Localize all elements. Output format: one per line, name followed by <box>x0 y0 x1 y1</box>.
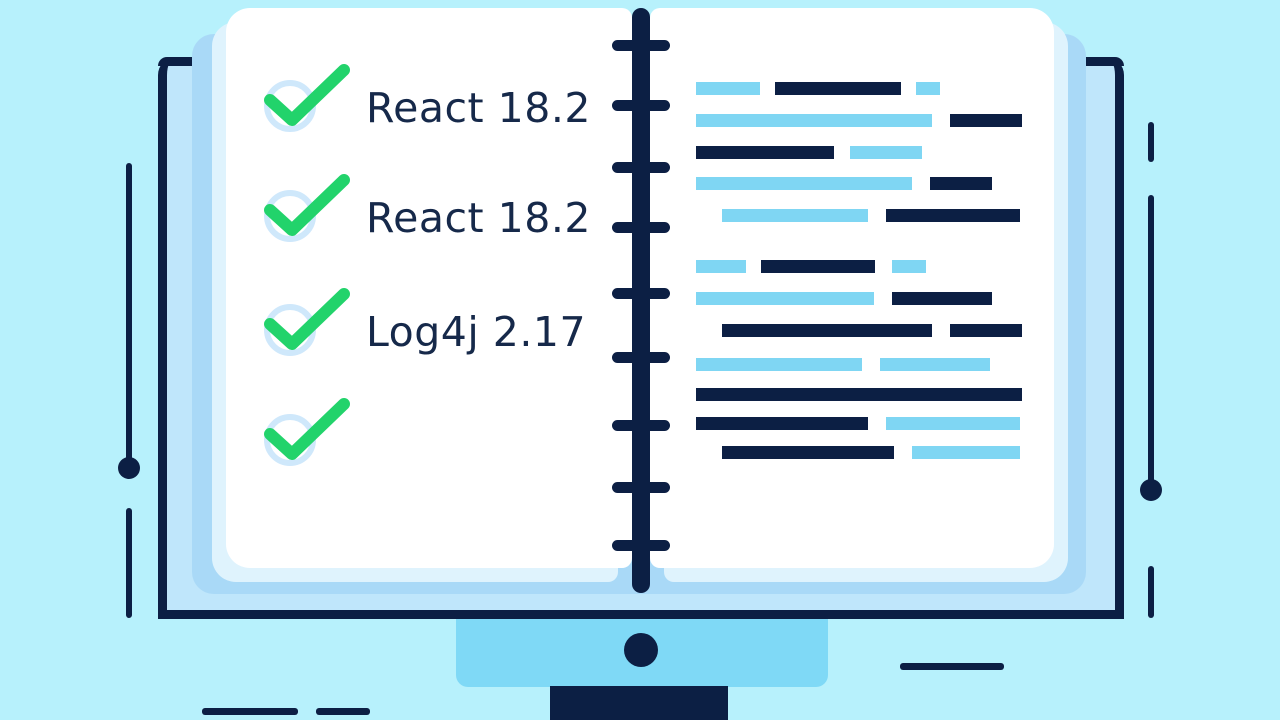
spiral-ring <box>612 222 670 233</box>
spiral-ring <box>612 162 670 173</box>
code-line-bar <box>696 388 1022 401</box>
checklist-label: React 18.2 <box>366 194 591 242</box>
code-line-bar <box>696 260 746 273</box>
code-line-bar <box>850 146 922 159</box>
spiral-ring <box>612 352 670 363</box>
checklist-item: Log4j 2.17 <box>258 286 618 376</box>
code-line-bar <box>950 324 1022 337</box>
check-icon <box>264 288 350 350</box>
code-line-bar <box>696 358 862 371</box>
check-icon <box>264 174 350 236</box>
code-line-bar <box>722 324 932 337</box>
monitor-power-dot <box>624 633 658 667</box>
spiral-ring <box>612 540 670 551</box>
code-line-bar <box>886 209 1020 222</box>
code-line-bar <box>916 82 940 95</box>
checklist-label: Log4j 2.17 <box>366 308 587 356</box>
deco-line-right-top <box>1148 122 1154 162</box>
check-icon <box>264 398 350 460</box>
spiral-ring <box>612 100 670 111</box>
spiral-ring <box>612 40 670 51</box>
deco-knob-left <box>118 457 140 479</box>
spiral-ring <box>612 420 670 431</box>
code-line-bar <box>892 260 926 273</box>
code-line-bar <box>930 177 992 190</box>
deco-line-right-bottom <box>1148 566 1154 618</box>
deco-line-right-mid <box>1148 195 1154 485</box>
code-line-bar <box>880 358 990 371</box>
code-line-bar <box>761 260 875 273</box>
code-line-bar <box>696 417 868 430</box>
check-icon <box>264 64 350 126</box>
code-line-bar <box>696 177 912 190</box>
deco-line-left-upper <box>126 163 132 463</box>
checklist-item <box>258 396 618 486</box>
deco-line-left-lower <box>126 508 132 618</box>
code-line-bar <box>696 292 874 305</box>
monitor-base <box>550 686 728 720</box>
checklist-item: React 18.2 <box>258 172 618 262</box>
spiral-ring <box>612 482 670 493</box>
deco-hline-bottom-a <box>202 708 298 715</box>
code-line-bar <box>722 446 894 459</box>
book-spine <box>632 8 650 593</box>
deco-knob-right <box>1140 479 1162 501</box>
spiral-ring <box>612 288 670 299</box>
code-line-bar <box>892 292 992 305</box>
code-line-bar <box>775 82 901 95</box>
checklist-label: React 18.2 <box>366 84 591 132</box>
deco-hline-bottom-b <box>316 708 370 715</box>
book-page-right <box>650 8 1054 568</box>
deco-hline-right <box>900 663 1004 670</box>
code-line-bar <box>696 82 760 95</box>
code-line-bar <box>912 446 1020 459</box>
code-line-bar <box>696 146 834 159</box>
code-line-bar <box>886 417 1020 430</box>
checklist-item: React 18.2 <box>258 62 618 152</box>
code-line-bar <box>722 209 868 222</box>
code-line-bar <box>950 114 1022 127</box>
code-line-bar <box>696 114 932 127</box>
